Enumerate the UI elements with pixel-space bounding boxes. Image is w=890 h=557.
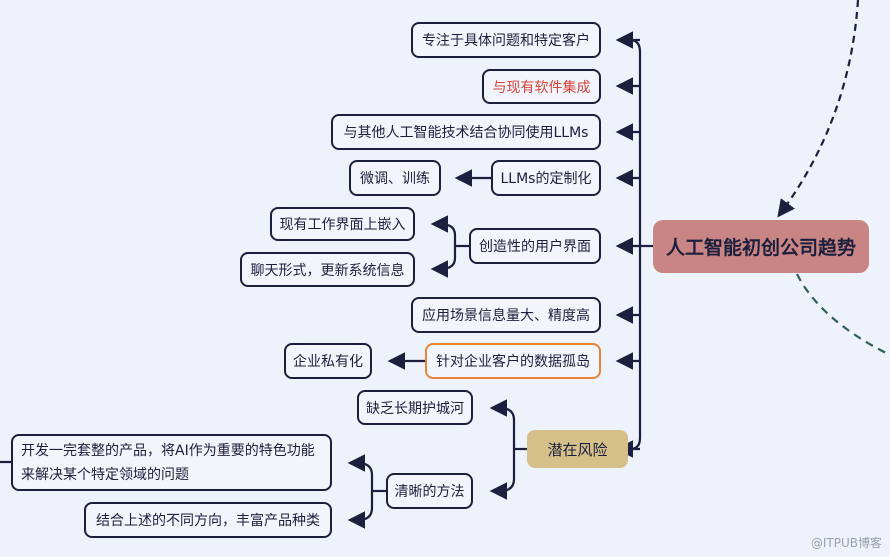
branch-enterprise-data-silo[interactable]: 针对企业客户的数据孤岛 [425, 343, 601, 379]
branch-software-integration[interactable]: 与现有软件集成 [482, 69, 601, 104]
watermark: @ITPUB博客 [810, 536, 882, 550]
node-embed-existing-ui[interactable]: 现有工作界面上嵌入 [270, 207, 415, 241]
node-clear-method[interactable]: 清晰的方法 [386, 473, 473, 509]
branch-potential-risk[interactable]: 潜在风险 [527, 430, 628, 468]
branch-combine-ai-llms[interactable]: 与其他人工智能技术结合协同使用LLMs [331, 114, 601, 150]
node-enterprise-private[interactable]: 企业私有化 [284, 343, 372, 379]
node-rich-product-types[interactable]: 结合上述的不同方向，丰富产品种类 [84, 502, 332, 538]
node-no-moat[interactable]: 缺乏长期护城河 [357, 390, 473, 425]
branch-large-info-precision[interactable]: 应用场景信息量大、精度高 [411, 297, 601, 333]
branch-specific-customers[interactable]: 专注于具体问题和特定客户 [411, 22, 601, 58]
node-full-product[interactable]: 开发一完套整的产品，将AI作为重要的特色功能来解决某个特定领域的问题 [11, 434, 332, 491]
node-chat-form[interactable]: 聊天形式，更新系统信息 [240, 252, 415, 287]
branch-creative-ui[interactable]: 创造性的用户界面 [469, 228, 601, 264]
node-finetune-train[interactable]: 微调、训练 [349, 160, 441, 196]
central-topic[interactable]: 人工智能初创公司趋势 [653, 220, 869, 273]
branch-llm-customization[interactable]: LLMs的定制化 [491, 160, 601, 196]
